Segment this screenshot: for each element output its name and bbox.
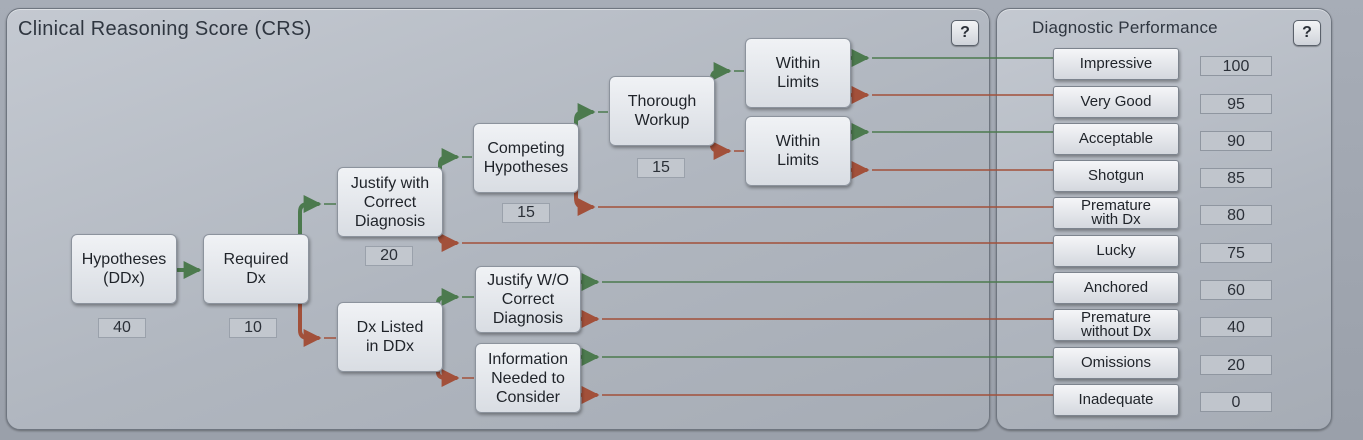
outcome-value-lucky: 75 (1200, 243, 1272, 263)
outcome-acceptable[interactable]: Acceptable (1053, 123, 1179, 155)
crs-title: Clinical Reasoning Score (CRS) (18, 18, 312, 40)
outcome-value-shotgun: 85 (1200, 168, 1272, 188)
node-within-limits-2: Within Limits (745, 116, 851, 186)
outcome-value-inadequate: 0 (1200, 392, 1272, 412)
node-justify-correct: Justify with Correct Diagnosis (337, 167, 443, 237)
outcome-value-impressive: 100 (1200, 56, 1272, 76)
node-hypotheses: Hypotheses (DDx) (71, 234, 177, 304)
outcome-anchored[interactable]: Anchored (1053, 272, 1179, 304)
arrow-justify-yes (438, 148, 460, 177)
node-competing-hypotheses: Competing Hypotheses (473, 123, 579, 193)
score-thorough-workup: 15 (637, 158, 685, 178)
arrow-dxlisted-no (436, 368, 460, 387)
score-required-dx: 10 (229, 318, 277, 338)
outcome-value-very-good: 95 (1200, 94, 1272, 114)
score-justify-correct: 20 (365, 246, 413, 266)
outcome-premature-without-dx[interactable]: Premature without Dx (1053, 309, 1179, 341)
outcome-shotgun[interactable]: Shotgun (1053, 160, 1179, 192)
outcome-value-premature-without-dx: 40 (1200, 317, 1272, 337)
arrow-justify-no (438, 228, 460, 252)
node-thorough-workup: Thorough Workup (609, 76, 715, 146)
node-within-limits-1: Within Limits (745, 38, 851, 108)
arrow-dxlisted-yes (436, 288, 460, 306)
node-dx-listed: Dx Listed in DDx (337, 302, 443, 372)
outcome-value-acceptable: 90 (1200, 131, 1272, 151)
outcome-value-premature-with-dx: 80 (1200, 205, 1272, 225)
outcome-lucky[interactable]: Lucky (1053, 235, 1179, 267)
crs-help-button[interactable]: ? (951, 20, 979, 46)
score-hypotheses: 40 (98, 318, 146, 338)
arrow-competing-no (574, 188, 596, 216)
score-competing-hypotheses: 15 (502, 203, 550, 223)
node-justify-without-correct: Justify W/O Correct Diagnosis (475, 266, 581, 333)
arrow-req-yes (298, 195, 322, 242)
arrow-req-no (298, 298, 322, 347)
outcome-very-good[interactable]: Very Good (1053, 86, 1179, 118)
dp-help-button[interactable]: ? (1293, 20, 1321, 46)
outcome-value-anchored: 60 (1200, 280, 1272, 300)
arrow-competing-yes (574, 103, 596, 132)
outcome-impressive[interactable]: Impressive (1053, 48, 1179, 80)
outcome-omissions[interactable]: Omissions (1053, 347, 1179, 379)
node-information-needed: Information Needed to Consider (475, 343, 581, 413)
outcome-value-omissions: 20 (1200, 355, 1272, 375)
node-required-dx: Required Dx (203, 234, 309, 304)
diagnostic-performance-title: Diagnostic Performance (1032, 18, 1218, 37)
outcome-inadequate[interactable]: Inadequate (1053, 384, 1179, 416)
outcome-premature-with-dx[interactable]: Premature with Dx (1053, 197, 1179, 229)
